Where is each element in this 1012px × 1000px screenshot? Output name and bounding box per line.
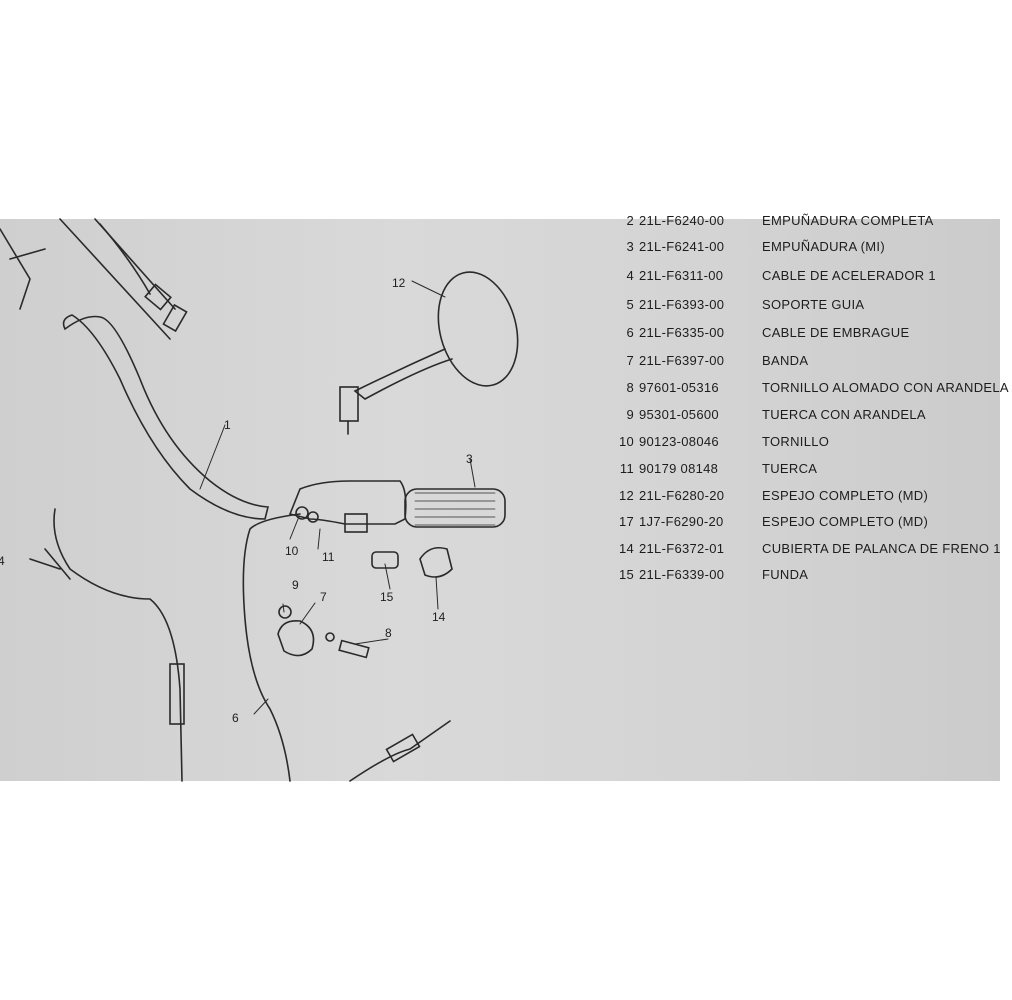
- callout-7: 7: [320, 590, 327, 604]
- callout-15: 15: [380, 590, 394, 604]
- exploded-diagram: 12 3 1 10 11 15 14 9 7 8 6 4: [0, 218, 519, 782]
- left-cable: [53, 508, 183, 782]
- handlebar-tube: [62, 314, 270, 520]
- cable-connector: [144, 283, 172, 311]
- callout-4: 4: [0, 554, 5, 568]
- callout-14: 14: [432, 610, 446, 624]
- callout-3: 3: [466, 452, 473, 466]
- part-15: [371, 551, 399, 569]
- part-10: [295, 506, 309, 520]
- part-14: [419, 546, 453, 578]
- mirror-head: [437, 271, 519, 387]
- mirror-mount: [339, 386, 359, 422]
- callout-10: 10: [285, 544, 299, 558]
- cable-boot: [162, 303, 188, 333]
- clutch-cable: [242, 513, 301, 782]
- upper-cable: [99, 223, 151, 295]
- callout-11: 11: [322, 550, 335, 564]
- part-9: [278, 605, 292, 619]
- part-11: [307, 511, 319, 523]
- parts-list: 2 21L-F6240-00 EMPUÑADURA COMPLETA 3 21L…: [618, 213, 1009, 582]
- callout-8: 8: [385, 626, 392, 640]
- throttle-grip: [404, 488, 506, 528]
- callout-6: 6: [232, 711, 239, 725]
- mirror-stem: [353, 348, 453, 400]
- photo-frame: 12 3 1 10 11 15 14 9 7 8 6 4 2 21L-F6240…: [0, 213, 1009, 782]
- callout-12: 12: [392, 276, 406, 290]
- frame-lines: [0, 218, 176, 340]
- callout-9: 9: [292, 578, 299, 592]
- lower-cable: [349, 720, 451, 782]
- callout-1: 1: [224, 418, 231, 432]
- part-7: [277, 619, 315, 657]
